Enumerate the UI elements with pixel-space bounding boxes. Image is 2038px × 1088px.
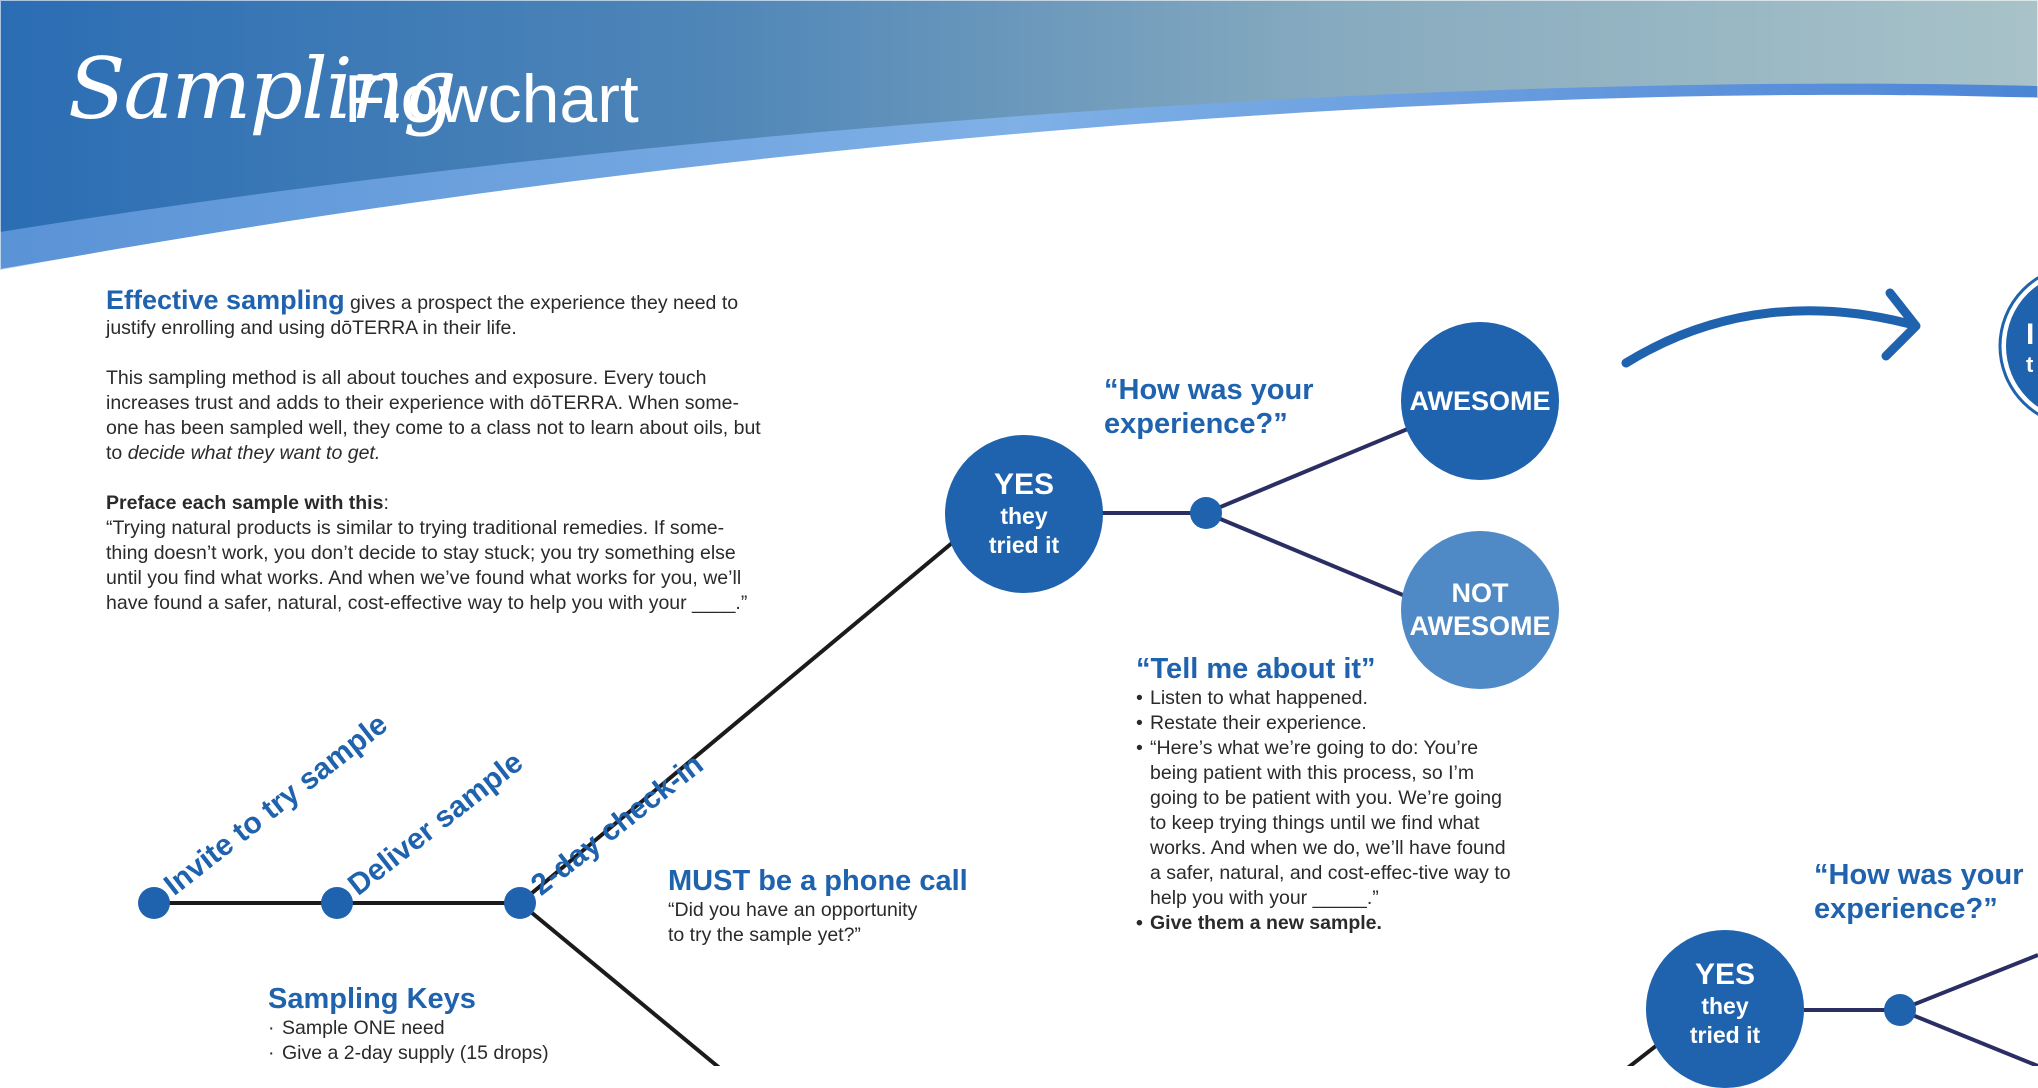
partial-node-line-2: t bbox=[2026, 352, 2034, 377]
keys-item: Sample ONE need bbox=[268, 1016, 668, 1041]
not-awesome-line-1: NOT bbox=[1451, 578, 1509, 608]
partial-node bbox=[2006, 285, 2038, 407]
header-banner bbox=[0, 0, 2038, 272]
intro-p2: This sampling method is all about touche… bbox=[106, 367, 761, 464]
timeline-dots bbox=[138, 887, 536, 919]
partial-node-line-1: I bbox=[2026, 318, 2035, 351]
experience-branch bbox=[1102, 426, 1411, 600]
tell-me-item-final: Give them a new sample. bbox=[1136, 911, 1516, 936]
tell-me-item: Restate their experience. bbox=[1136, 711, 1516, 736]
tell-me-item: Listen to what happened. bbox=[1136, 686, 1516, 711]
how-was-2-line-2: experience?” bbox=[1814, 893, 1998, 925]
tell-me-block: “Tell me about it” Listen to what happen… bbox=[1136, 652, 1516, 936]
keys-item: Give a 2-day supply (15 drops) bbox=[268, 1041, 668, 1066]
step-dot-deliver bbox=[321, 887, 353, 919]
intro-paragraph-3: Preface each sample with this: “Trying na… bbox=[106, 491, 766, 616]
yes-line-1: they bbox=[1000, 503, 1048, 529]
intro-text: Effective sampling gives a prospect the … bbox=[106, 285, 766, 641]
yes-node: YES they tried it bbox=[945, 435, 1103, 593]
intro-p1: gives a prospect the experience they nee… bbox=[106, 292, 739, 339]
yes-label: YES bbox=[993, 468, 1055, 501]
title-script: Sampling bbox=[68, 40, 457, 138]
experience-branch-2 bbox=[1804, 953, 2038, 1066]
tell-me-item: “Here’s what we’re going to do: You’re b… bbox=[1136, 736, 1516, 911]
yes-node-2: YES they tried it bbox=[1646, 930, 1804, 1088]
yes-2-label: YES bbox=[1694, 958, 1756, 991]
phone-call-note: MUST be a phone call “Did you have an op… bbox=[668, 864, 988, 948]
intro-paragraph-1: Effective sampling gives a prospect the … bbox=[106, 285, 766, 341]
tell-me-heading: “Tell me about it” bbox=[1136, 653, 1376, 685]
tell-me-list: Listen to what happened. Restate their e… bbox=[1136, 686, 1516, 936]
phone-line-2: to try the sample yet?” bbox=[668, 924, 861, 946]
intro-paragraph-2: This sampling method is all about touche… bbox=[106, 366, 766, 466]
step-dot-invite bbox=[138, 887, 170, 919]
branch-dot bbox=[1190, 497, 1222, 529]
arrow-icon bbox=[1621, 288, 1921, 368]
not-awesome-line-2: AWESOME bbox=[1409, 611, 1551, 641]
title-plain: Flowchart bbox=[344, 61, 639, 137]
preface-colon: : bbox=[383, 492, 389, 514]
keys-list: Sample ONE need Give a 2-day supply (15 … bbox=[268, 1016, 668, 1066]
how-was-line-2: experience?” bbox=[1104, 408, 1288, 440]
phone-line-1: “Did you have an opportunity bbox=[668, 899, 918, 921]
how-was-2-line-1: “How was your bbox=[1814, 859, 2024, 891]
yes-2-line-2: tried it bbox=[1689, 1022, 1761, 1048]
step-dot-checkin bbox=[504, 887, 536, 919]
intro-lead: Effective sampling bbox=[106, 285, 345, 315]
yes-line-2: tried it bbox=[988, 532, 1060, 558]
preface-label: Preface each sample with this bbox=[106, 492, 384, 514]
how-was-line-1: “How was your bbox=[1104, 374, 1314, 406]
branch-dot-2 bbox=[1884, 994, 1916, 1026]
not-awesome-node: NOT AWESOME bbox=[1401, 531, 1559, 689]
how-was-question-2: “How was your experience?” bbox=[1814, 858, 2038, 926]
keys-heading: Sampling Keys bbox=[268, 983, 476, 1015]
intro-p2-em: decide what they want to get. bbox=[127, 442, 381, 464]
sampling-keys: Sampling Keys Sample ONE need Give a 2-d… bbox=[268, 982, 668, 1066]
flowchart-artwork bbox=[0, 0, 2038, 1066]
how-was-question: “How was your experience?” bbox=[1104, 373, 1364, 441]
yes-2-line-1: they bbox=[1701, 993, 1749, 1019]
partial-node-ring bbox=[1998, 276, 2038, 416]
awesome-node: AWESOME bbox=[1401, 322, 1559, 480]
phone-heading: MUST be a phone call bbox=[668, 865, 968, 897]
awesome-label: AWESOME bbox=[1409, 385, 1551, 416]
preface-quote: “Trying natural products is similar to t… bbox=[106, 517, 748, 614]
partial-node-label: I t bbox=[2026, 318, 2038, 378]
